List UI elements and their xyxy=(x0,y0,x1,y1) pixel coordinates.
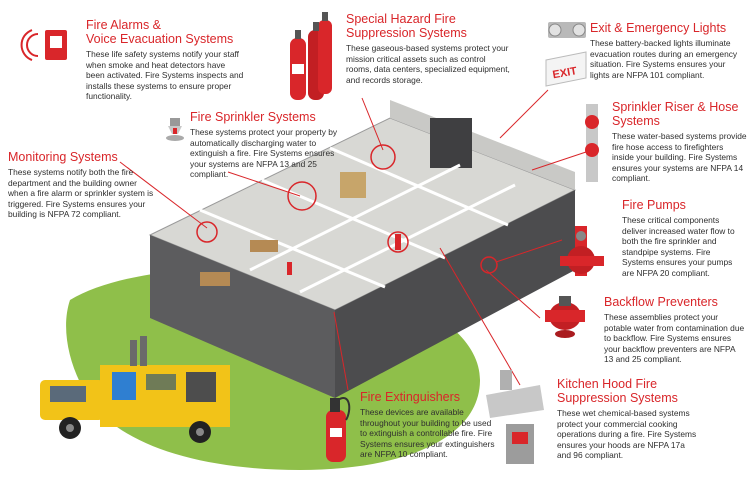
callout-monitoring: Monitoring Systems These systems notify … xyxy=(8,150,158,220)
leader-line-kitchen xyxy=(439,247,521,386)
interior-wall xyxy=(249,163,461,272)
fire-extinguisher-icon xyxy=(326,397,351,462)
extinguishers-body: These devices are available throughout y… xyxy=(360,407,495,460)
exit-lights-body: These battery-backed lights illuminate e… xyxy=(590,38,738,80)
loading-door xyxy=(430,118,472,168)
desk xyxy=(200,272,230,286)
callout-kitchen-hood: Kitchen Hood Fire Suppression Systems Th… xyxy=(557,377,697,461)
fire-pump-icon xyxy=(560,226,604,276)
monitoring-body: These systems notify both the fire depar… xyxy=(8,167,154,220)
leader-line-backflow xyxy=(485,269,541,319)
callout-backflow: Backflow Preventers These assemblies pro… xyxy=(604,295,746,365)
kitchen-hood-title: Kitchen Hood Fire Suppression Systems xyxy=(557,377,678,405)
sprinkler-head-icon xyxy=(166,118,184,141)
riser-marker xyxy=(370,144,396,170)
leader-line-pump xyxy=(495,239,563,263)
callout-exit-lights: Exit & Emergency Lights These battery-ba… xyxy=(590,21,745,80)
kitchen-hood-body: These wet chemical-based systems protect… xyxy=(557,408,697,461)
svg-text:EXIT: EXIT xyxy=(552,65,578,81)
sprinkler-marker xyxy=(287,181,317,211)
building-cutaway-icon xyxy=(148,100,577,398)
monitoring-title: Monitoring Systems xyxy=(8,150,118,164)
callout-fire-sprinkler: Fire Sprinkler Systems These systems pro… xyxy=(190,110,348,180)
callout-fire-pumps: Fire Pumps These critical components del… xyxy=(622,198,744,279)
kitchen-hood-icon xyxy=(486,370,544,464)
leader-lines xyxy=(119,89,593,391)
backflow-preventer-icon xyxy=(545,296,585,338)
building-front-wall xyxy=(150,235,335,398)
callout-fire-alarms: Fire Alarms & Voice Evacuation Systems T… xyxy=(86,18,246,102)
leader-line-special-hazard xyxy=(361,97,384,151)
leader-line-monitoring xyxy=(119,161,208,229)
exit-lights-title: Exit & Emergency Lights xyxy=(590,21,727,35)
fire-alarms-title: Fire Alarms & Voice Evacuation Systems xyxy=(86,18,234,46)
backflow-body: These assemblies protect your potable wa… xyxy=(604,312,745,365)
fire-suppression-tank-icon xyxy=(290,12,332,100)
leader-line-extinguisher xyxy=(333,311,349,391)
extinguisher-mark xyxy=(287,262,292,275)
fire-alarm-icon xyxy=(20,29,67,61)
special-hazard-body: These gaseous-based systems protect your… xyxy=(346,43,510,85)
leader-line-riser xyxy=(531,149,593,171)
service-truck-icon xyxy=(40,336,230,443)
fire-pumps-body: These critical components deliver increa… xyxy=(622,215,735,278)
exit-sign-icon: EXIT xyxy=(545,22,587,87)
leader-line-exit xyxy=(499,89,549,139)
extinguisher-mark xyxy=(395,234,401,250)
backflow-title: Backflow Preventers xyxy=(604,295,718,309)
callout-special-hazard: Special Hazard Fire Suppression Systems … xyxy=(346,12,511,85)
fire-alarms-body: These life safety systems notify your st… xyxy=(86,49,244,102)
extinguisher-marker xyxy=(387,231,409,253)
fire-pumps-title: Fire Pumps xyxy=(622,198,686,212)
desk xyxy=(250,240,278,252)
fire-sprinkler-title: Fire Sprinkler Systems xyxy=(190,110,316,124)
fire-sprinkler-body: These systems protect your property by a… xyxy=(190,127,338,180)
extinguishers-title: Fire Extinguishers xyxy=(360,390,461,404)
callout-riser-hose: Sprinkler Riser & Hose Systems These wat… xyxy=(612,100,747,184)
leader-line-sprinkler xyxy=(227,171,301,197)
riser-hose-body: These water-based systems provide fire h… xyxy=(612,131,747,184)
riser-valve-icon xyxy=(585,104,599,182)
shelving xyxy=(340,172,366,198)
callout-extinguishers: Fire Extinguishers These devices are ava… xyxy=(360,390,500,460)
building-side-wall xyxy=(335,190,575,398)
special-hazard-title: Special Hazard Fire Suppression Systems xyxy=(346,12,467,40)
alarm-marker xyxy=(196,221,218,243)
riser-hose-title: Sprinkler Riser & Hose Systems xyxy=(612,100,739,128)
